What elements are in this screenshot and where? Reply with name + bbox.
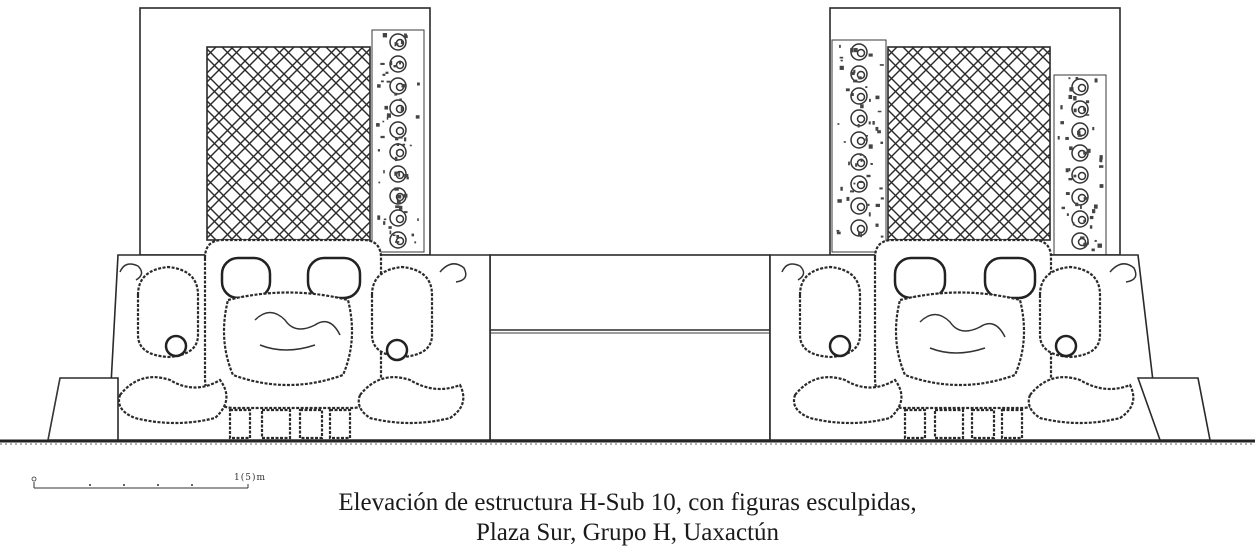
right-sculpted-mask [781, 238, 1137, 440]
right-glyph-column-left [831, 39, 887, 253]
figure-caption: Elevación de estructura H-Sub 10, con fi… [0, 488, 1255, 548]
scale-label: 1(5)m [234, 473, 267, 483]
left-weave-panel [206, 46, 371, 241]
left-sculpted-mask [117, 238, 467, 440]
central-stairway [489, 254, 771, 441]
right-weave-panel [887, 46, 1051, 241]
left-glyph-column [371, 29, 425, 253]
right-glyph-column-right [1053, 74, 1107, 256]
structure-elevation-drawing [0, 7, 1255, 445]
caption-line-1: Elevación de estructura H-Sub 10, con fi… [338, 489, 917, 516]
caption-line-2: Plaza Sur, Grupo H, Uaxactún [475, 519, 780, 546]
ground-line [0, 439, 1255, 445]
scale-bar [31, 476, 249, 489]
